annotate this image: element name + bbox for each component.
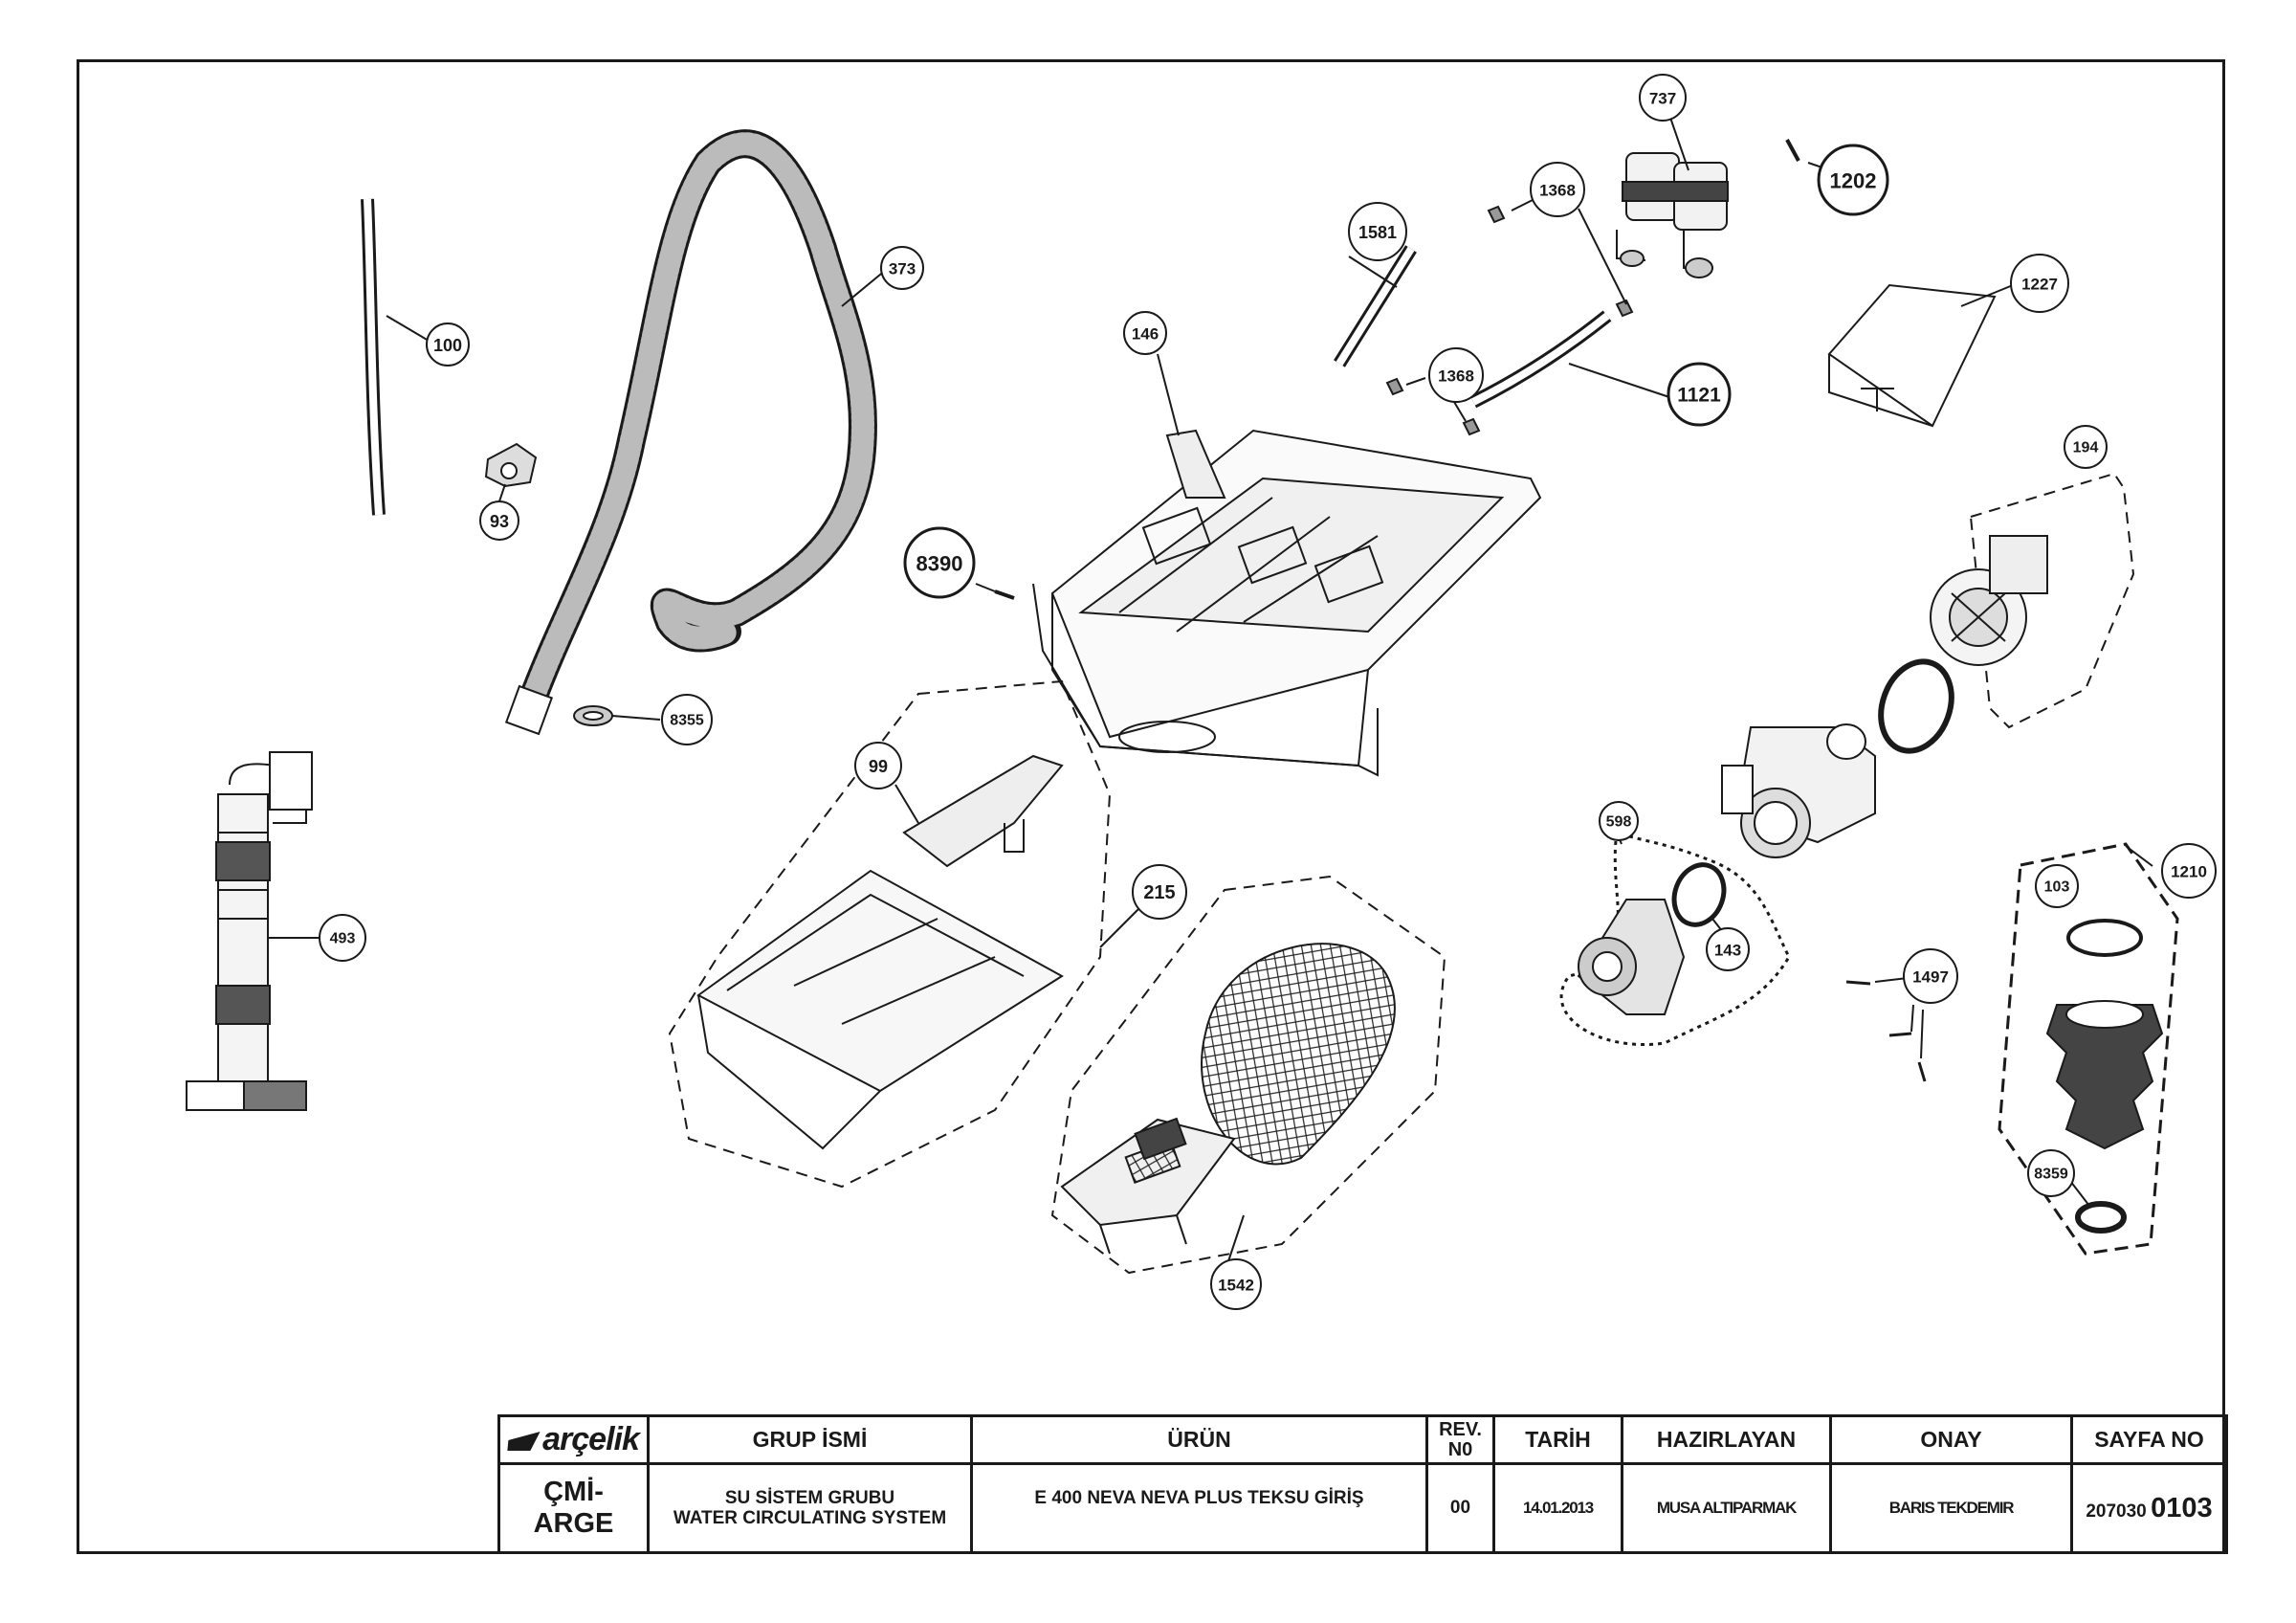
- callout-215: 215: [1132, 864, 1187, 920]
- part-493-inlet-connector: [186, 751, 320, 1111]
- part-93-clip: [484, 442, 538, 508]
- callout-1368-bottom: 1368: [1428, 347, 1484, 403]
- callout-143: 143: [1706, 927, 1750, 971]
- part-1227-plate: [1827, 283, 2014, 428]
- svg-text:1542: 1542: [1218, 1277, 1254, 1295]
- svg-text:1368: 1368: [1438, 367, 1474, 386]
- product-name: E 400 NEVA NEVA PLUS TEKSU GİRİŞ: [970, 1462, 1428, 1554]
- header-date: TARİH: [1492, 1414, 1623, 1465]
- part-373-drain-hose: [504, 129, 887, 736]
- svg-text:143: 143: [1714, 942, 1741, 960]
- header-page-no: SAYFA NO: [2070, 1414, 2228, 1465]
- callout-146: 146: [1123, 311, 1167, 355]
- callout-8359: 8359: [2027, 1149, 2075, 1197]
- prepared-by: MUSA ALTIPARMAK: [1621, 1462, 1832, 1554]
- svg-text:1497: 1497: [1912, 968, 1949, 987]
- callout-1202: 1202: [1817, 144, 1889, 216]
- part-8355-clamp: [573, 705, 661, 726]
- svg-text:373: 373: [889, 260, 916, 278]
- part-146-dispenser-housing: [1032, 353, 1542, 777]
- drawing-frame: [77, 59, 2225, 1554]
- part-194-pump-group: [1721, 472, 2135, 858]
- callout-8390: 8390: [903, 526, 976, 599]
- group-name: SU SİSTEM GRUBU WATER CIRCULATING SYSTEM: [647, 1462, 973, 1554]
- svg-text:8355: 8355: [670, 713, 704, 729]
- callout-1121: 1121: [1667, 362, 1732, 427]
- part-8390-screw: [975, 583, 1015, 600]
- svg-text:1202: 1202: [1830, 169, 1877, 193]
- callout-1368-top: 1368: [1530, 162, 1585, 217]
- logo-mark-icon: [504, 1432, 540, 1451]
- revision: 00: [1425, 1462, 1495, 1554]
- svg-text:737: 737: [1649, 90, 1676, 108]
- callout-99: 99: [854, 742, 902, 789]
- department: ÇMİ-ARGE: [497, 1462, 650, 1554]
- header-group-name: GRUP İSMİ: [647, 1414, 973, 1465]
- svg-text:8359: 8359: [2034, 1167, 2068, 1183]
- svg-text:146: 146: [1132, 325, 1159, 344]
- svg-text:100: 100: [433, 336, 462, 355]
- svg-text:215: 215: [1143, 882, 1175, 903]
- callout-8355: 8355: [661, 694, 713, 745]
- header-product: ÜRÜN: [970, 1414, 1428, 1465]
- part-215-drawer: [668, 679, 1139, 1189]
- callout-493: 493: [319, 914, 366, 962]
- part-1542-filter-tray: [1050, 875, 1446, 1275]
- approved-by: BARIS TEKDEMIR: [1829, 1462, 2073, 1554]
- page-number: 207030 0103: [2070, 1462, 2228, 1554]
- part-1121-hose: [1469, 310, 1670, 409]
- callout-93: 93: [479, 500, 519, 541]
- title-block: arçelik GRUP İSMİ ÜRÜN REV. N0 TARİH HAZ…: [497, 1414, 2228, 1554]
- part-598-filter: [1559, 831, 1791, 1046]
- part-1368-clips: [1385, 195, 1634, 436]
- part-1210-boot-group: [1998, 842, 2179, 1256]
- date: 14.01.2013: [1492, 1462, 1623, 1554]
- svg-text:1368: 1368: [1539, 182, 1576, 200]
- svg-text:1210: 1210: [2171, 863, 2207, 881]
- callout-1227: 1227: [2010, 254, 2069, 313]
- header-approval: ONAY: [1829, 1414, 2073, 1465]
- callout-1210: 1210: [2161, 843, 2217, 899]
- svg-text:493: 493: [330, 931, 356, 947]
- callout-103: 103: [2035, 864, 2079, 908]
- svg-text:1121: 1121: [1677, 385, 1721, 407]
- callout-1581: 1581: [1348, 202, 1407, 261]
- svg-text:103: 103: [2044, 879, 2070, 896]
- callout-194: 194: [2064, 425, 2108, 469]
- svg-text:194: 194: [2073, 440, 2099, 456]
- part-100-tube: [361, 198, 430, 516]
- part-1497-screws: [1845, 977, 1927, 1082]
- callout-598: 598: [1599, 801, 1639, 841]
- callout-1542: 1542: [1210, 1258, 1262, 1310]
- svg-text:93: 93: [490, 512, 509, 531]
- svg-text:1581: 1581: [1358, 223, 1397, 242]
- part-143-gasket: [1671, 862, 1727, 937]
- part-99-siphon: [894, 754, 1064, 868]
- svg-text:598: 598: [1606, 814, 1632, 831]
- part-737-inlet-valve: [1616, 114, 1729, 278]
- header-prepared: HAZIRLAYAN: [1621, 1414, 1832, 1465]
- callout-100: 100: [426, 322, 470, 367]
- company-logo: arçelik: [497, 1414, 650, 1465]
- callout-1497: 1497: [1903, 948, 1958, 1004]
- callout-737: 737: [1639, 74, 1687, 122]
- svg-text:99: 99: [869, 757, 888, 776]
- header-rev: REV. N0: [1425, 1414, 1495, 1465]
- callout-373: 373: [880, 246, 924, 290]
- part-1581-hose: [1334, 245, 1417, 367]
- svg-text:1227: 1227: [2021, 276, 2058, 294]
- svg-text:8390: 8390: [916, 552, 963, 576]
